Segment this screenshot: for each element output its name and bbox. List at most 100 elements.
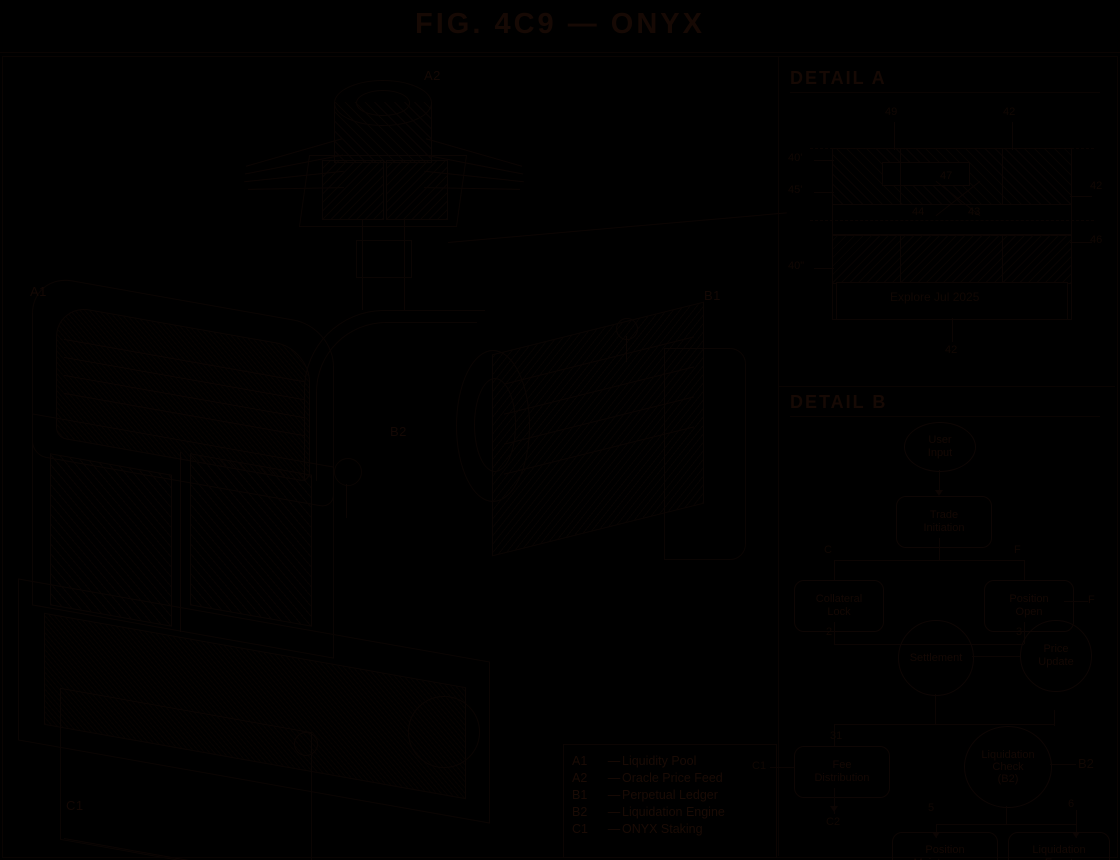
callout-46: 46 xyxy=(1090,234,1103,246)
callout-leader-40pp xyxy=(814,268,834,269)
section-post-left xyxy=(900,148,901,204)
flow-arrow-into-fee xyxy=(770,767,794,768)
flow-node-settlement: Settlement xyxy=(898,620,974,696)
flow-arrowhead-liq-event xyxy=(1072,832,1080,838)
flow-tag-maint-num: 5 xyxy=(928,802,935,814)
flow-drop-liq-event xyxy=(1076,810,1077,838)
callout-40-double-prime: 40" xyxy=(788,260,805,272)
flow-drop-liq xyxy=(1054,710,1055,726)
flow-drop-fee-out xyxy=(834,788,835,814)
flow-tag-branch-left: C xyxy=(824,544,832,556)
bolt-circle-1 xyxy=(334,458,362,486)
section-cavity-upper xyxy=(882,162,970,186)
flow-bus-4 xyxy=(936,824,1076,825)
detail-a-cross-section: 49 42 40' 45' 40" 42 46 42 44 43 47 Expl… xyxy=(788,100,1106,375)
flow-node-fee-distribution: Fee Distribution xyxy=(794,746,890,798)
flow-node-user-input: User Input xyxy=(904,422,976,472)
connector-pipe-outer xyxy=(304,310,485,481)
isometric-assembly-drawing: A1 A2 B1 B2 C1 xyxy=(4,60,787,860)
assembly-label-a1: A1 xyxy=(30,284,47,299)
callout-49: 49 xyxy=(885,106,898,118)
callout-leader-49 xyxy=(894,122,895,150)
callout-leader-45p xyxy=(814,192,834,193)
callout-43-inner: 43 xyxy=(968,206,981,218)
flow-arrowhead-user-to-trade xyxy=(935,490,943,496)
assembly-label-c1: C1 xyxy=(66,798,84,813)
legend-dash: — xyxy=(607,770,621,785)
hub-body xyxy=(334,102,432,163)
callout-42-right: 42 xyxy=(1090,180,1103,192)
callout-44-inner: 44 xyxy=(912,206,925,218)
flow-tag-price-num: 3 xyxy=(1016,626,1023,638)
section-centreline-2 xyxy=(810,220,1094,221)
flow-tag-b1-right: F xyxy=(1088,594,1095,606)
legend-text: Perpetual Ledger xyxy=(622,787,718,802)
section-post-right-lower xyxy=(1002,234,1003,282)
legend-row: A2 —Oracle Price Feed xyxy=(572,769,725,786)
legend-dash: — xyxy=(607,753,621,768)
legend-text: Oracle Price Feed xyxy=(622,770,723,785)
flow-node-liquidation-event: Liquidation Event xyxy=(1008,832,1110,860)
flow-tag-branch-right: F xyxy=(1014,544,1021,556)
legend-key: A2 xyxy=(572,770,588,785)
legend-row: B2—Liquidation Engine xyxy=(572,803,725,820)
flow-arrow-user-to-trade xyxy=(939,470,940,494)
flow-drop-collateral xyxy=(834,622,835,644)
detail-b-underline xyxy=(790,416,1100,417)
flow-bus-stem xyxy=(939,538,940,560)
flow-link-settlement-price xyxy=(972,656,1020,657)
legend-key: A1 xyxy=(572,753,588,768)
callout-42-top: 42 xyxy=(1003,106,1016,118)
hub-stem-right xyxy=(404,220,405,310)
legend-row: B1—Perpetual Ledger xyxy=(572,786,725,803)
flow-bus-3 xyxy=(834,724,1054,725)
flow-tag-fee-top: 31 xyxy=(830,730,843,742)
detail-a-stamp: Explore Jul 2025 xyxy=(890,290,980,304)
flow-node-collateral-lock: Collateral Lock xyxy=(794,580,884,632)
flow-arrow-liq-out xyxy=(1050,764,1076,765)
legend-row: A1 —Liquidity Pool xyxy=(572,752,725,769)
flow-bus-right-drop xyxy=(1024,560,1025,580)
hub-stem-left xyxy=(362,220,363,310)
callout-leader-46 xyxy=(1070,242,1092,243)
legend-key: B2 xyxy=(572,804,588,819)
bolt-circle-3 xyxy=(294,732,318,756)
flow-node-position-open: Position Open xyxy=(984,580,1074,632)
detail-b-heading: DETAIL B xyxy=(790,392,888,412)
hub-flange-right xyxy=(386,160,448,220)
flow-tag-c2: C2 xyxy=(826,816,841,828)
legend-text: Liquidity Pool xyxy=(622,753,697,768)
hub-flange-left xyxy=(322,160,384,220)
detail-a-heading: DETAIL A xyxy=(790,68,887,88)
callout-47-inner: 47 xyxy=(940,170,953,182)
assembly-label-b2: B2 xyxy=(390,424,407,439)
callout-leader-42-top xyxy=(1012,122,1013,150)
flow-tag-settlement-num: 2 xyxy=(826,626,833,638)
legend-row: C1—ONYX Staking xyxy=(572,820,725,837)
callout-leader-42-right xyxy=(1070,196,1092,197)
hub-collar xyxy=(356,240,412,278)
flow-drop-position xyxy=(1024,622,1025,644)
bolt-circle-2 xyxy=(616,318,638,340)
access-port xyxy=(408,696,480,768)
flow-node-trade-initiation: Trade Initiation xyxy=(896,496,992,548)
cylinder-rear-housing xyxy=(664,348,746,560)
flow-arrow-position-to-tag xyxy=(1064,601,1088,602)
bolt-stem-2 xyxy=(626,336,627,362)
legend-dash: — xyxy=(607,821,621,836)
flow-drop-fee xyxy=(834,724,835,746)
flow-arrowhead-maint xyxy=(932,832,940,838)
flow-drop-maint xyxy=(936,824,937,838)
flow-bus-left-drop xyxy=(834,560,835,580)
connector-pipe-inner xyxy=(316,322,477,481)
legend-key: B1 xyxy=(572,787,588,802)
section-post-right xyxy=(1002,148,1003,204)
section-lower-slab xyxy=(832,234,1072,284)
left-housing-seam xyxy=(180,452,181,632)
flow-tag-b2: B2 xyxy=(1078,756,1094,771)
legend-text: Liquidation Engine xyxy=(622,804,725,819)
legend-key: C1 xyxy=(572,821,588,836)
callout-40-prime: 40' xyxy=(788,152,803,164)
flow-node-price-update: Price Update xyxy=(1020,620,1092,692)
